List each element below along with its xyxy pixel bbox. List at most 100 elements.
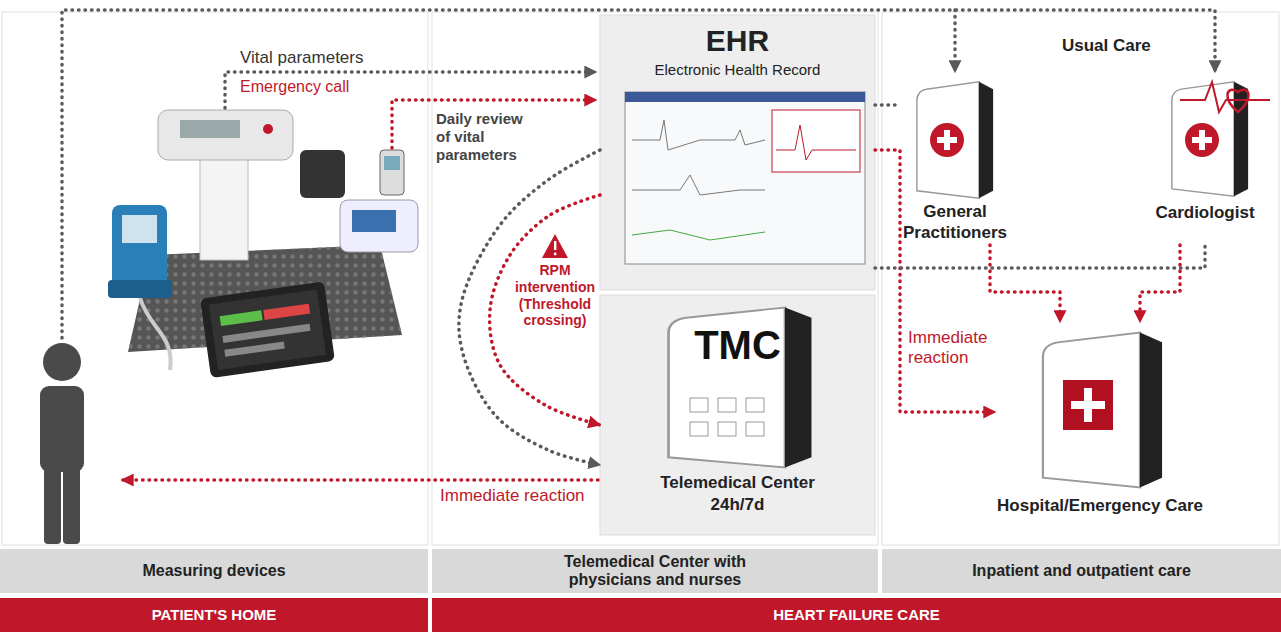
node-title: Cardiologist — [1137, 203, 1273, 223]
section-bar: Measuring devices — [0, 549, 428, 593]
measuring-devices — [108, 280, 172, 298]
measuring-devices — [200, 158, 248, 260]
gp-building — [917, 82, 993, 198]
flow-lines — [62, 10, 1215, 338]
node-text: 24h/7d — [604, 495, 871, 515]
measuring-devices — [340, 200, 418, 252]
node-title: PATIENT'S HOME — [6, 606, 422, 624]
ehr-screen — [772, 110, 860, 172]
patient-figure — [43, 343, 81, 381]
section-bar: PATIENT'S HOME — [0, 598, 428, 632]
connector — [875, 150, 995, 412]
measuring-devices — [263, 124, 273, 134]
telemedical-center-building — [718, 422, 736, 436]
panels — [2, 12, 1279, 545]
section-bar: HEART FAILURE CARE — [432, 598, 1281, 632]
warning-triangle — [542, 234, 568, 258]
measuring-devices — [224, 341, 284, 356]
ehr-screen — [632, 175, 765, 195]
hospital-building — [1071, 401, 1105, 409]
patient-figure — [40, 343, 84, 544]
node-title: EHR — [604, 23, 871, 59]
edge-label: RPM intervention (Threshold crossing) — [512, 262, 598, 329]
measuring-devices — [112, 205, 167, 290]
node-title: TMC — [604, 321, 871, 369]
measuring-devices — [122, 215, 157, 243]
group-label: Usual Care — [1062, 36, 1151, 56]
connector — [490, 195, 600, 425]
node-box: Hospital/Emergency Care — [995, 322, 1205, 522]
telemedical-center-building — [718, 398, 736, 412]
measuring-devices — [220, 310, 263, 326]
measuring-devices — [263, 304, 310, 320]
warning-triangle — [554, 253, 557, 256]
measuring-devices — [222, 324, 310, 343]
telemedical-center-building — [746, 422, 764, 436]
gp-building — [937, 137, 957, 143]
measuring-devices — [200, 281, 335, 378]
hospital-building — [1063, 380, 1113, 430]
panels — [882, 12, 1279, 545]
measuring-devices — [384, 156, 400, 170]
connector — [459, 150, 600, 465]
measuring-devices — [209, 289, 326, 370]
node-box: Cardiologist — [1135, 75, 1275, 245]
connector — [875, 245, 1205, 268]
node-box: General Practitioners — [895, 75, 1015, 245]
edge-label: Immediate reaction — [908, 328, 994, 369]
hospital-building — [1043, 332, 1162, 487]
flow-label: Vital parameters — [240, 48, 363, 68]
node-text: Electronic Health Record — [604, 61, 871, 79]
edge-label: Daily review of vital parameters — [436, 110, 531, 164]
measuring-devices — [200, 281, 335, 378]
patient-figure — [40, 386, 84, 472]
node-title: Inpatient and outpatient care — [888, 561, 1275, 580]
gp-building — [917, 82, 993, 198]
flow-label: Immediate reaction — [440, 486, 585, 506]
node-box: EHR Electronic Health Record — [600, 15, 875, 290]
section-bar: Inpatient and outpatient care — [882, 549, 1281, 593]
ehr-screen — [625, 92, 865, 264]
measuring-devices — [108, 110, 418, 378]
telemedical-center-building — [690, 422, 708, 436]
flow-lines — [225, 72, 596, 108]
patient-figure — [44, 462, 61, 544]
ehr-screen — [632, 120, 765, 150]
measuring-devices — [140, 298, 171, 370]
panels — [600, 15, 875, 290]
node-title: Hospital/Emergency Care — [997, 496, 1203, 516]
gp-building — [930, 123, 964, 157]
node-title: Measuring devices — [6, 561, 422, 580]
node-text: Telemedical Center — [604, 473, 871, 493]
ehr-screen — [625, 92, 865, 264]
telemedical-center-building — [690, 398, 708, 412]
telemedical-center-building — [746, 398, 764, 412]
panels — [432, 12, 878, 545]
measuring-devices — [158, 110, 293, 160]
connector — [1140, 245, 1180, 322]
measuring-devices — [352, 210, 396, 232]
measuring-devices — [380, 150, 404, 195]
cardiologist-building — [1172, 82, 1270, 196]
hospital-building — [1043, 332, 1162, 487]
cardiologist-building — [1172, 82, 1248, 196]
node-title: Telemedical Center with physicians and n… — [542, 553, 768, 590]
measuring-devices — [180, 120, 240, 138]
warning-triangle — [554, 241, 556, 250]
panels — [600, 295, 875, 535]
node-box: TMC Telemedical Center24h/7d — [600, 295, 875, 544]
warning-triangle — [542, 234, 568, 258]
flow-lines — [62, 10, 1215, 480]
cardiologist-building — [1185, 123, 1219, 157]
node-title: HEART FAILURE CARE — [438, 606, 1275, 624]
ehr-screen — [625, 92, 865, 102]
ehr-screen — [776, 125, 856, 160]
measuring-devices — [300, 150, 345, 198]
cardiologist-building — [1192, 137, 1212, 143]
patient-figure — [63, 462, 80, 544]
section-bar: Telemedical Center with physicians and n… — [432, 549, 878, 593]
